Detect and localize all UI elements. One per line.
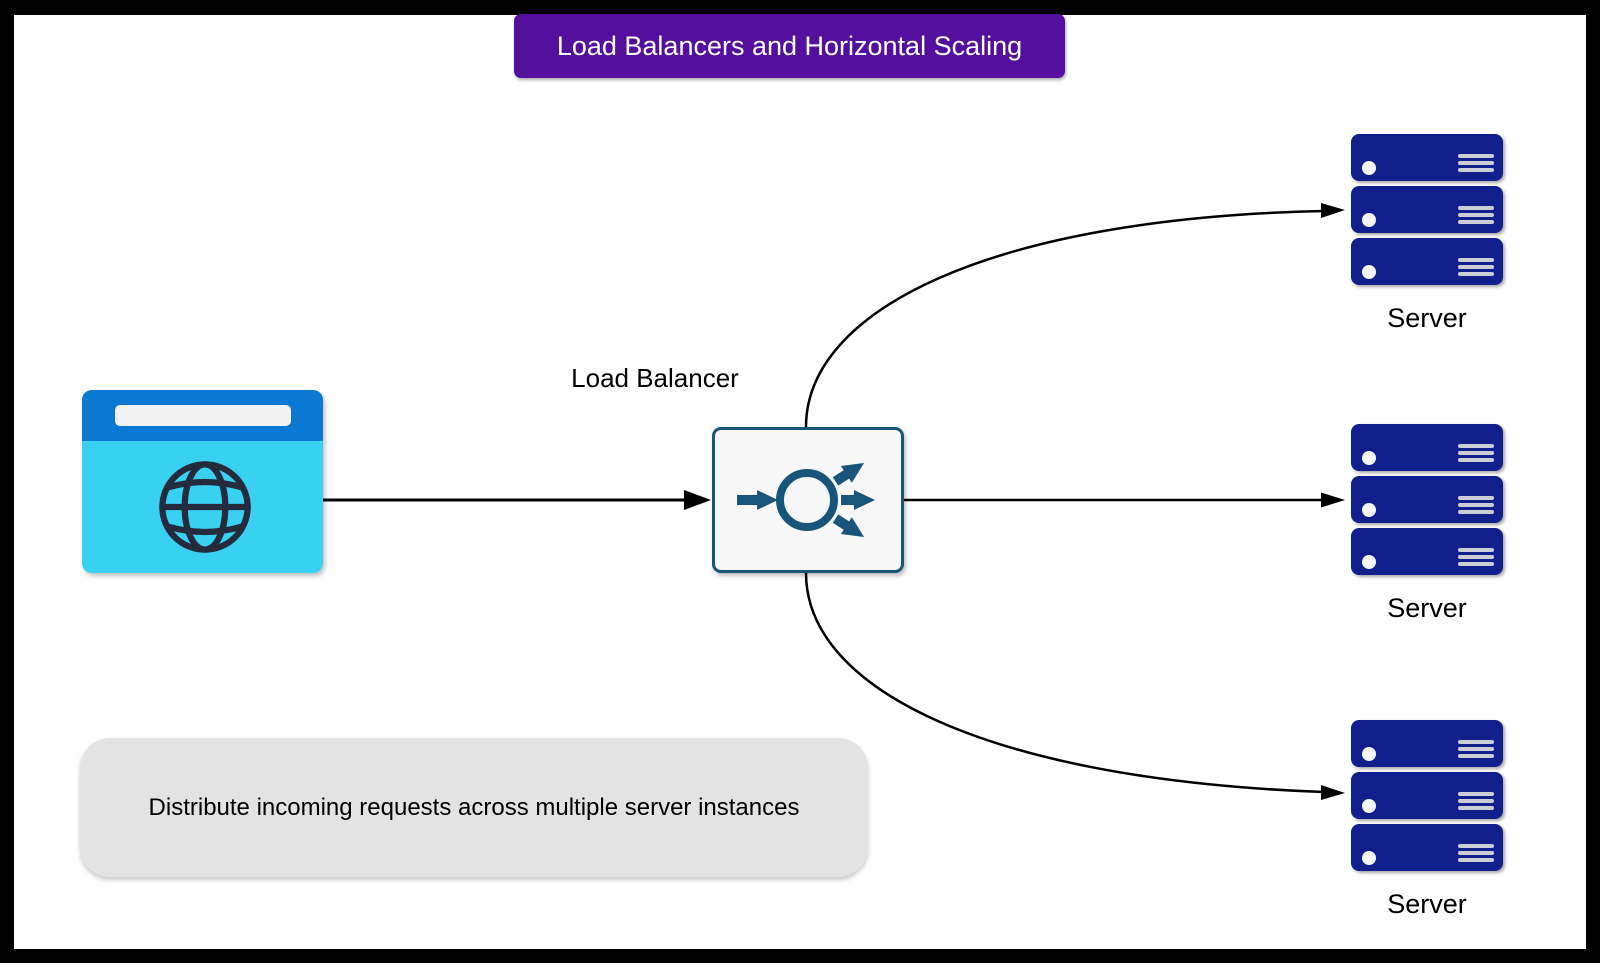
diagram-title: Load Balancers and Horizontal Scaling: [514, 14, 1065, 78]
server-vents-icon: [1458, 154, 1494, 175]
server-vents-icon: [1458, 844, 1494, 865]
server-rack-icon: [1351, 186, 1503, 233]
server-led-icon: [1362, 799, 1376, 813]
server-rack-icon: [1351, 424, 1503, 471]
server-led-icon: [1362, 555, 1376, 569]
server-stack-top: Server: [1351, 134, 1503, 333]
server-rack-icon: [1351, 134, 1503, 181]
note-text: Distribute incoming requests across mult…: [148, 793, 800, 821]
load-balancer-icon: [737, 462, 875, 538]
server-led-icon: [1362, 213, 1376, 227]
load-balancer-label: Load Balancer: [571, 363, 739, 393]
server-led-icon: [1362, 747, 1376, 761]
server-label: Server: [1387, 889, 1467, 919]
server-stack-middle: Server: [1351, 424, 1503, 623]
server-rack-icon: [1351, 476, 1503, 523]
server-vents-icon: [1458, 740, 1494, 761]
server-rack-icon: [1351, 824, 1503, 871]
server-led-icon: [1362, 161, 1376, 175]
globe-icon: [159, 461, 251, 553]
server-vents-icon: [1458, 496, 1494, 517]
load-balancer-node: [712, 427, 904, 573]
server-vents-icon: [1458, 444, 1494, 465]
server-vents-icon: [1458, 548, 1494, 569]
server-label: Server: [1387, 303, 1467, 333]
server-label: Server: [1387, 593, 1467, 623]
server-vents-icon: [1458, 792, 1494, 813]
server-vents-icon: [1458, 258, 1494, 279]
server-led-icon: [1362, 851, 1376, 865]
server-rack-icon: [1351, 528, 1503, 575]
browser-address-bar: [115, 405, 291, 426]
server-stack-bottom: Server: [1351, 720, 1503, 919]
server-rack-icon: [1351, 238, 1503, 285]
browser-client-node: [82, 390, 323, 573]
server-vents-icon: [1458, 206, 1494, 227]
server-rack-icon: [1351, 720, 1503, 767]
server-led-icon: [1362, 503, 1376, 517]
server-rack-icon: [1351, 772, 1503, 819]
browser-header-bar: [82, 390, 323, 441]
note-box: Distribute incoming requests across mult…: [80, 738, 868, 877]
server-led-icon: [1362, 451, 1376, 465]
server-led-icon: [1362, 265, 1376, 279]
